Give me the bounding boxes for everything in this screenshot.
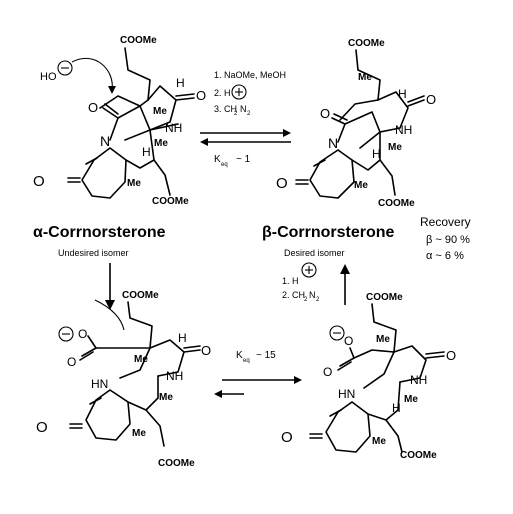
recovery-alpha: α ~ 6 % xyxy=(426,250,464,262)
right-reagents: 1. H 2. CH 2 N 2 xyxy=(282,262,320,303)
svg-text:2: 2 xyxy=(304,297,308,303)
right-reagent-step1: 1. H xyxy=(282,276,299,286)
recovery-table: Recovery β ~ 90 % α ~ 6 % xyxy=(420,215,471,262)
svg-text:O: O xyxy=(276,175,288,192)
positive-charge-icon xyxy=(231,84,247,100)
ester-label-2: COOMe xyxy=(152,196,189,207)
recovery-beta: β ~ 90 % xyxy=(426,234,470,246)
svg-text:2: 2 xyxy=(234,111,238,117)
ester-label: COOMe xyxy=(348,38,385,49)
nh-label: NH xyxy=(165,121,182,135)
alpha-caption: Undesired isomer xyxy=(58,248,129,258)
alpha-corrnorsterone-structure: HO COOMe O N H Me NH O Me H O Me xyxy=(33,35,206,207)
svg-text:O: O xyxy=(320,106,330,121)
svg-text:O: O xyxy=(344,334,353,348)
hydrogen-label: H xyxy=(392,401,401,415)
reagent-step3: 3. CH xyxy=(214,104,237,114)
oxygen-label: O xyxy=(88,100,98,115)
down-arrow xyxy=(105,263,115,310)
right-reagent-step2: 2. CH xyxy=(282,290,305,300)
recovery-title: Recovery xyxy=(420,215,471,229)
methyl-label-3: Me xyxy=(354,180,368,191)
reagent-step2: 2. H xyxy=(214,88,231,98)
svg-text:O: O xyxy=(196,88,206,103)
methyl-label-2: Me xyxy=(404,394,418,405)
nh-label: NH xyxy=(410,373,427,387)
svg-text:eq: eq xyxy=(221,162,228,168)
nitrogen-label: N xyxy=(328,135,338,151)
methyl-label: Me xyxy=(134,354,148,365)
negative-charge-icon xyxy=(57,60,73,76)
reagent-step1: 1. NaOMe, MeOH xyxy=(214,70,286,80)
svg-text:O: O xyxy=(78,327,87,341)
ester-label: COOMe xyxy=(120,35,157,46)
svg-text:O: O xyxy=(33,173,45,190)
ester-label-2: COOMe xyxy=(400,450,437,461)
beta-corrnorsterone-structure: COOMe Me H O NH O N Me H O Me COOMe xyxy=(276,38,436,209)
positive-charge-icon xyxy=(301,262,317,278)
keq-label: K xyxy=(214,154,221,165)
svg-text:O: O xyxy=(36,419,48,436)
nh-label: NH xyxy=(395,123,412,137)
methyl-label-2: Me xyxy=(154,138,168,149)
svg-text:N: N xyxy=(240,104,247,114)
nitrogen-label: N xyxy=(100,133,110,149)
alpha-name: α-Corrnorsterone xyxy=(33,224,166,241)
top-reagents: 1. NaOMe, MeOH 2. H 3. CH 2 N 2 K eq ~ 1 xyxy=(214,70,286,168)
svg-text:O: O xyxy=(67,355,76,369)
hydrogen-label: H xyxy=(176,76,185,90)
negative-charge-icon xyxy=(329,325,345,341)
hydrogen-label-2: H xyxy=(372,147,381,161)
hydrogen-label-2: H xyxy=(142,145,151,159)
methyl-label-3: Me xyxy=(372,436,386,447)
methyl-label: Me xyxy=(376,334,390,345)
svg-text:O: O xyxy=(426,92,436,107)
nh-label: NH xyxy=(166,369,183,383)
hydrogen-label: H xyxy=(398,87,407,101)
hn-label: HN xyxy=(338,387,355,401)
svg-text:O: O xyxy=(446,348,456,363)
ester-label-2: COOMe xyxy=(158,458,195,469)
svg-text:N: N xyxy=(309,290,316,300)
ester-label-2: COOMe xyxy=(378,198,415,209)
bottom-equilibrium-arrow: K eq ~ 15 xyxy=(214,350,302,398)
methyl-label: Me xyxy=(153,106,167,117)
svg-text:eq: eq xyxy=(243,358,250,364)
bottom-left-carboxylate: COOMe O O H O NH Me HN O Me Me COOMe xyxy=(36,290,211,469)
hydrogen-label: H xyxy=(178,331,187,345)
keq-value: ~ 1 xyxy=(236,154,251,165)
bottom-right-carboxylate: COOMe Me O O O NH HN Me H O Me COOMe xyxy=(281,292,456,461)
top-equilibrium-arrow xyxy=(200,129,291,146)
ester-label: COOMe xyxy=(366,292,403,303)
svg-text:2: 2 xyxy=(316,297,320,303)
methyl-label-2: Me xyxy=(388,142,402,153)
up-arrow xyxy=(340,264,350,305)
beta-name: β-Corrnorsterone xyxy=(262,224,395,241)
svg-text:O: O xyxy=(323,365,332,379)
hydroxide-label: HO xyxy=(40,71,57,83)
methyl-label: Me xyxy=(358,72,372,83)
svg-text:O: O xyxy=(201,343,211,358)
negative-charge-icon xyxy=(58,326,74,342)
ester-label: COOMe xyxy=(122,290,159,301)
methyl-label-2: Me xyxy=(159,392,173,403)
curved-arrow-icon xyxy=(71,57,113,91)
beta-caption: Desired isomer xyxy=(284,248,345,258)
keq-label-bottom: K xyxy=(236,350,243,361)
hn-label: HN xyxy=(91,377,108,391)
svg-text:O: O xyxy=(281,429,293,446)
methyl-label-3: Me xyxy=(132,428,146,439)
keq-value-bottom: ~ 15 xyxy=(256,350,276,361)
methyl-label-3: Me xyxy=(127,178,141,189)
svg-text:2: 2 xyxy=(247,111,251,117)
